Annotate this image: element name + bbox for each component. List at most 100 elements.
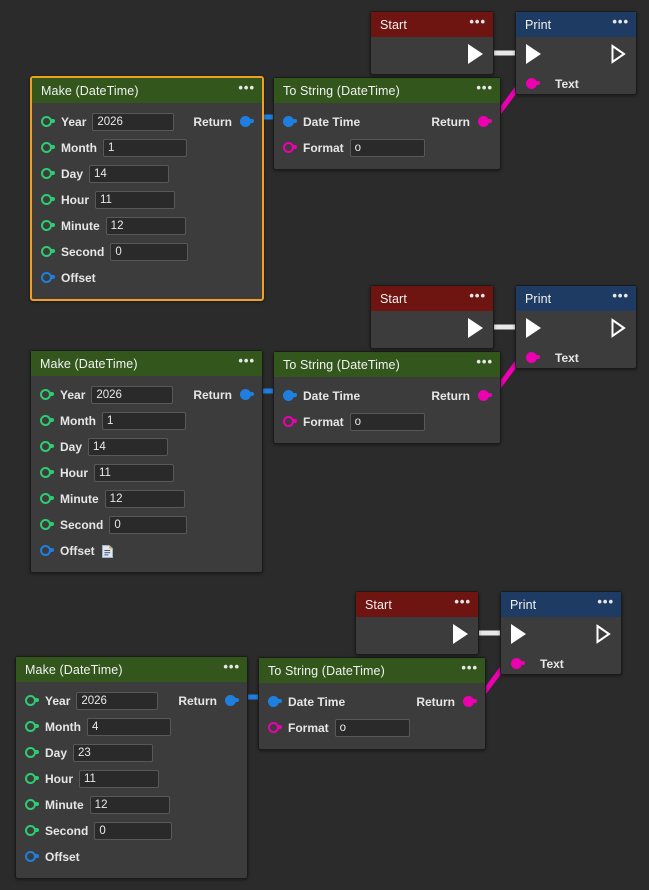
node-menu-icon[interactable]: ••• [612,287,629,303]
input-port-datetime[interactable] [283,115,297,129]
field-value-format[interactable]: o [349,413,425,431]
input-port-month[interactable] [41,141,55,155]
node-menu-icon[interactable]: ••• [597,593,614,609]
node-header[interactable]: Print ••• [516,286,636,311]
node-start-1[interactable]: Start ••• [370,11,494,75]
input-port-datetime[interactable] [283,389,297,403]
field-row-second[interactable]: Second 0 [31,512,262,538]
field-row-year[interactable]: Year 2026 Return [16,688,247,714]
field-row-datetime[interactable]: Date Time Return [259,689,485,715]
node-header[interactable]: Make (DateTime) ••• [31,351,262,376]
node-menu-icon[interactable]: ••• [238,79,255,95]
field-row-year[interactable]: Year 2026 Return [32,109,262,135]
input-port-year[interactable] [40,388,54,402]
input-port-offset[interactable] [40,544,54,558]
field-row-second[interactable]: Second 0 [16,818,247,844]
field-value-second[interactable]: 0 [110,243,189,261]
node-menu-icon[interactable]: ••• [469,287,486,303]
field-value-minute[interactable]: 12 [104,490,185,508]
node-tostring-datetime-2[interactable]: To String (DateTime) ••• Date Time Retur… [273,351,501,444]
node-tostring-datetime-3[interactable]: To String (DateTime) ••• Date Time Retur… [258,657,486,750]
input-port-month[interactable] [40,414,54,428]
input-port-day[interactable] [40,440,54,454]
field-row-minute[interactable]: Minute 12 [31,486,262,512]
node-header[interactable]: Make (DateTime) ••• [32,78,262,103]
node-start-2[interactable]: Start ••• [370,285,494,349]
field-value-month[interactable]: 1 [101,412,186,430]
field-row-hour[interactable]: Hour 11 [16,766,247,792]
input-port-year[interactable] [41,115,55,129]
field-row-offset[interactable]: Offset [32,265,262,291]
field-row-datetime[interactable]: Date Time Return [274,109,500,135]
exec-output-triangle-icon[interactable] [611,318,626,338]
field-row-text[interactable]: Text [516,345,636,371]
exec-output-triangle-icon[interactable] [611,44,626,64]
input-port-month[interactable] [25,720,39,734]
field-value-format[interactable]: o [349,139,425,157]
input-port-datetime[interactable] [268,695,282,709]
node-menu-icon[interactable]: ••• [454,593,471,609]
output-port-return[interactable] [240,388,254,402]
input-port-day[interactable] [25,746,39,760]
field-value-hour[interactable]: 11 [95,191,175,209]
node-header[interactable]: Start ••• [371,286,493,311]
input-port-second[interactable] [40,518,54,532]
exec-output-triangle-icon[interactable] [468,44,483,64]
input-port-text[interactable] [511,657,525,671]
field-row-month[interactable]: Month 1 [31,408,262,434]
field-row-format[interactable]: Format o [274,409,500,435]
field-row-offset[interactable]: Offset [16,844,247,870]
node-header[interactable]: Print ••• [501,592,621,617]
input-port-hour[interactable] [40,466,54,480]
input-port-format[interactable] [283,415,297,429]
field-row-year[interactable]: Year 2026 Return [31,382,262,408]
field-value-minute[interactable]: 12 [89,796,170,814]
field-row-hour[interactable]: Hour 11 [31,460,262,486]
field-row-hour[interactable]: Hour 11 [32,187,262,213]
output-port-return[interactable] [478,389,492,403]
field-row-second[interactable]: Second 0 [32,239,262,265]
input-port-day[interactable] [41,167,55,181]
node-print-1[interactable]: Print ••• Text [515,11,637,95]
document-icon[interactable] [101,544,113,558]
node-menu-icon[interactable]: ••• [476,79,493,95]
field-row-day[interactable]: Day 14 [31,434,262,460]
field-value-hour[interactable]: 11 [94,464,174,482]
node-menu-icon[interactable]: ••• [238,352,255,368]
input-port-year[interactable] [25,694,39,708]
field-value-year[interactable]: 2026 [76,692,159,710]
exec-output-triangle-icon[interactable] [453,624,468,644]
input-port-format[interactable] [283,141,297,155]
exec-input-triangle-icon[interactable] [526,44,541,64]
exec-input-triangle-icon[interactable] [526,318,541,338]
input-port-text[interactable] [526,351,540,365]
exec-output-triangle-icon[interactable] [596,624,611,644]
node-print-3[interactable]: Print ••• Text [500,591,622,675]
output-port-return[interactable] [240,115,254,129]
field-value-minute[interactable]: 12 [105,217,186,235]
input-port-minute[interactable] [40,492,54,506]
input-port-second[interactable] [25,824,39,838]
field-value-second[interactable]: 0 [94,822,173,840]
field-row-month[interactable]: Month 1 [32,135,262,161]
exec-output-triangle-icon[interactable] [468,318,483,338]
output-port-return[interactable] [463,695,477,709]
input-port-offset[interactable] [41,271,55,285]
field-row-day[interactable]: Day 14 [32,161,262,187]
node-menu-icon[interactable]: ••• [612,13,629,29]
node-header[interactable]: To String (DateTime) ••• [274,352,500,377]
field-value-hour[interactable]: 11 [79,770,159,788]
node-menu-icon[interactable]: ••• [223,658,240,674]
field-value-day[interactable]: 14 [88,438,169,456]
field-row-datetime[interactable]: Date Time Return [274,383,500,409]
input-port-minute[interactable] [25,798,39,812]
field-value-month[interactable]: 4 [86,718,171,736]
field-row-day[interactable]: Day 23 [16,740,247,766]
input-port-second[interactable] [41,245,55,259]
input-port-format[interactable] [268,721,282,735]
field-row-format[interactable]: Format o [259,715,485,741]
field-row-month[interactable]: Month 4 [16,714,247,740]
node-tostring-datetime-1[interactable]: To String (DateTime) ••• Date Time Retur… [273,77,501,170]
exec-input-triangle-icon[interactable] [511,624,526,644]
field-row-minute[interactable]: Minute 12 [16,792,247,818]
